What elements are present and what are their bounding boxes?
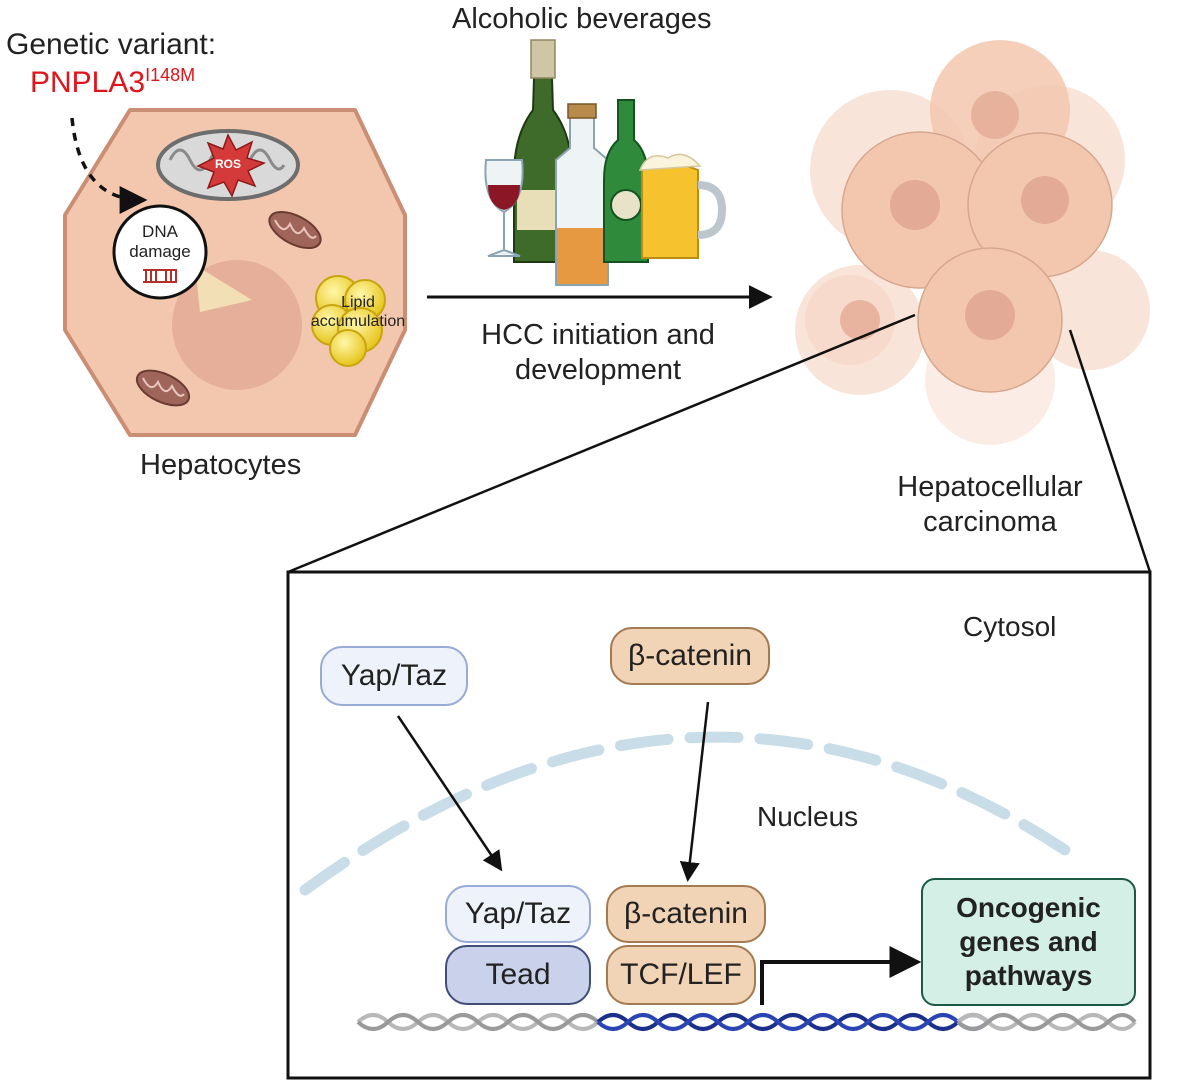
mitochondrion-small <box>268 210 322 250</box>
zoom-line-left <box>287 313 916 574</box>
beer-bottle <box>603 99 649 263</box>
onco-line1: Oncogenic <box>956 891 1101 923</box>
lipid-line1: Lipid <box>341 294 375 311</box>
alcohol-label: Alcoholic beverages <box>452 3 712 35</box>
transcription-arrow <box>760 946 922 1005</box>
tead-factor: Tead <box>445 945 591 1005</box>
dna-damage-label: DNA damage <box>122 222 198 261</box>
beer-mug <box>641 162 699 259</box>
tcf-lef-factor: TCF/LEF <box>606 945 756 1005</box>
onco-line3: pathways <box>964 960 1093 992</box>
lipid-label: Lipid accumulation <box>300 293 416 331</box>
hcc-label: Hepatocellular carcinoma <box>870 470 1110 540</box>
dna-damage-line2: damage <box>129 241 191 261</box>
lipid-line2: accumulation <box>310 313 406 331</box>
hcc-line1: Hepatocellular <box>897 471 1083 503</box>
dna-helix <box>356 1013 1137 1031</box>
nuclear-envelope <box>299 731 1086 896</box>
oncogenic-box: Oncogenic genes and pathways <box>921 878 1136 1006</box>
variant-title: Genetic variant: <box>6 28 217 61</box>
lipid-droplets <box>311 275 386 367</box>
transition-line1: HCC initiation and <box>481 319 715 351</box>
dna-damage-line1: DNA <box>142 222 178 241</box>
bcat-cytosol: β-catenin <box>610 627 770 685</box>
hepatocytes-label: Hepatocytes <box>140 449 302 481</box>
variant-dashed-arrow <box>70 117 148 214</box>
yap-taz-cytosol: Yap/Taz <box>320 646 468 706</box>
nucleus-label: Nucleus <box>757 801 859 832</box>
onco-line2: genes and <box>959 925 1098 957</box>
hcc-line2: carcinoma <box>923 505 1057 538</box>
nucleus-highlight <box>195 265 252 312</box>
variant-gene-name: PNPLA3 <box>30 66 146 99</box>
variant-allele: I148M <box>145 65 196 85</box>
yap-taz-nuclear: Yap/Taz <box>445 885 591 943</box>
hepatocyte-cell <box>63 108 407 437</box>
bcat-nuclear: β-catenin <box>606 885 766 943</box>
hcc-cell-cluster <box>795 40 1150 445</box>
cytosol-label: Cytosol <box>963 611 1057 642</box>
dna-damage-inset <box>112 204 208 300</box>
ros-label: ROS <box>215 157 242 171</box>
mitochondrion-small <box>135 369 191 407</box>
mitochondrion-ros <box>156 129 300 201</box>
zoom-line-right <box>1068 329 1152 573</box>
variant-gene: PNPLA3I148M <box>30 65 196 99</box>
bcat-translocation-arrow <box>679 701 710 882</box>
yap-translocation-arrow <box>396 715 503 872</box>
transition-label: HCC initiation and development <box>440 318 756 388</box>
alcohol-bottles-illustration <box>484 39 727 286</box>
transition-line2: development <box>514 353 682 386</box>
